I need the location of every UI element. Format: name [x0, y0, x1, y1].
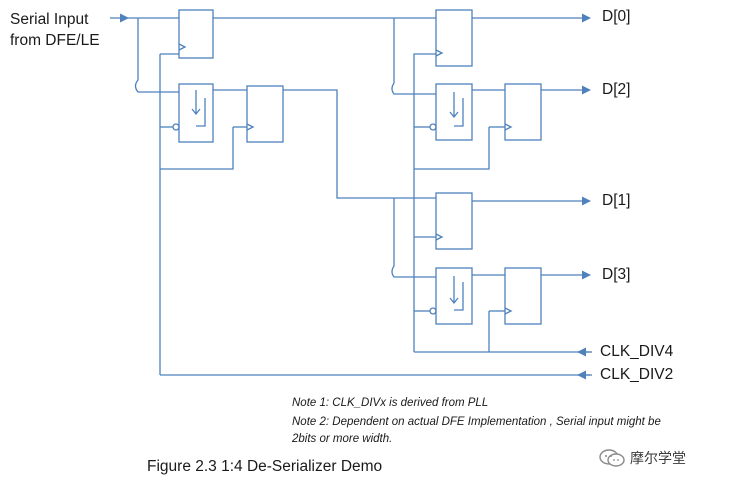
watermark-text: 摩尔学堂 [630, 450, 686, 466]
ff-c [246, 85, 284, 143]
output-label-d0: D[0] [602, 8, 631, 25]
note-2-line1: Note 2: Dependent on actual DFE Implemen… [292, 416, 661, 428]
clk-div2-label: CLK_DIV2 [600, 366, 674, 383]
watermark: 摩尔学堂 [598, 448, 686, 468]
output-label-d2: D[2] [602, 81, 631, 98]
ff-d0 [435, 9, 473, 67]
note-2-line2: 2bits or more width. [292, 433, 393, 445]
input-to-ff-low [134, 18, 179, 93]
ff-d2 [504, 83, 542, 141]
clk-div4-label: CLK_DIV4 [600, 343, 674, 360]
serial-input-label-line1: Serial Input [10, 11, 89, 28]
ff-d1 [435, 192, 473, 250]
ff-d3 [504, 267, 542, 325]
ff-latch-top [435, 83, 473, 141]
ff-b-latch [178, 83, 214, 143]
serial-input-label-line2: from DFE/LE [10, 32, 100, 49]
output-label-d1: D[1] [602, 192, 631, 209]
figure-caption: Figure 2.3 1:4 De-Serializer Demo [147, 458, 383, 475]
wechat-icon [599, 449, 625, 467]
serial-input-label: Serial Input from DFE/LE [10, 9, 100, 51]
note-1: Note 1: CLK_DIVx is derived from PLL [292, 397, 489, 409]
output-label-d3: D[3] [602, 266, 631, 283]
ff-latch-bottom [435, 267, 473, 325]
ff-a [178, 9, 214, 59]
ffc-out [283, 89, 436, 199]
